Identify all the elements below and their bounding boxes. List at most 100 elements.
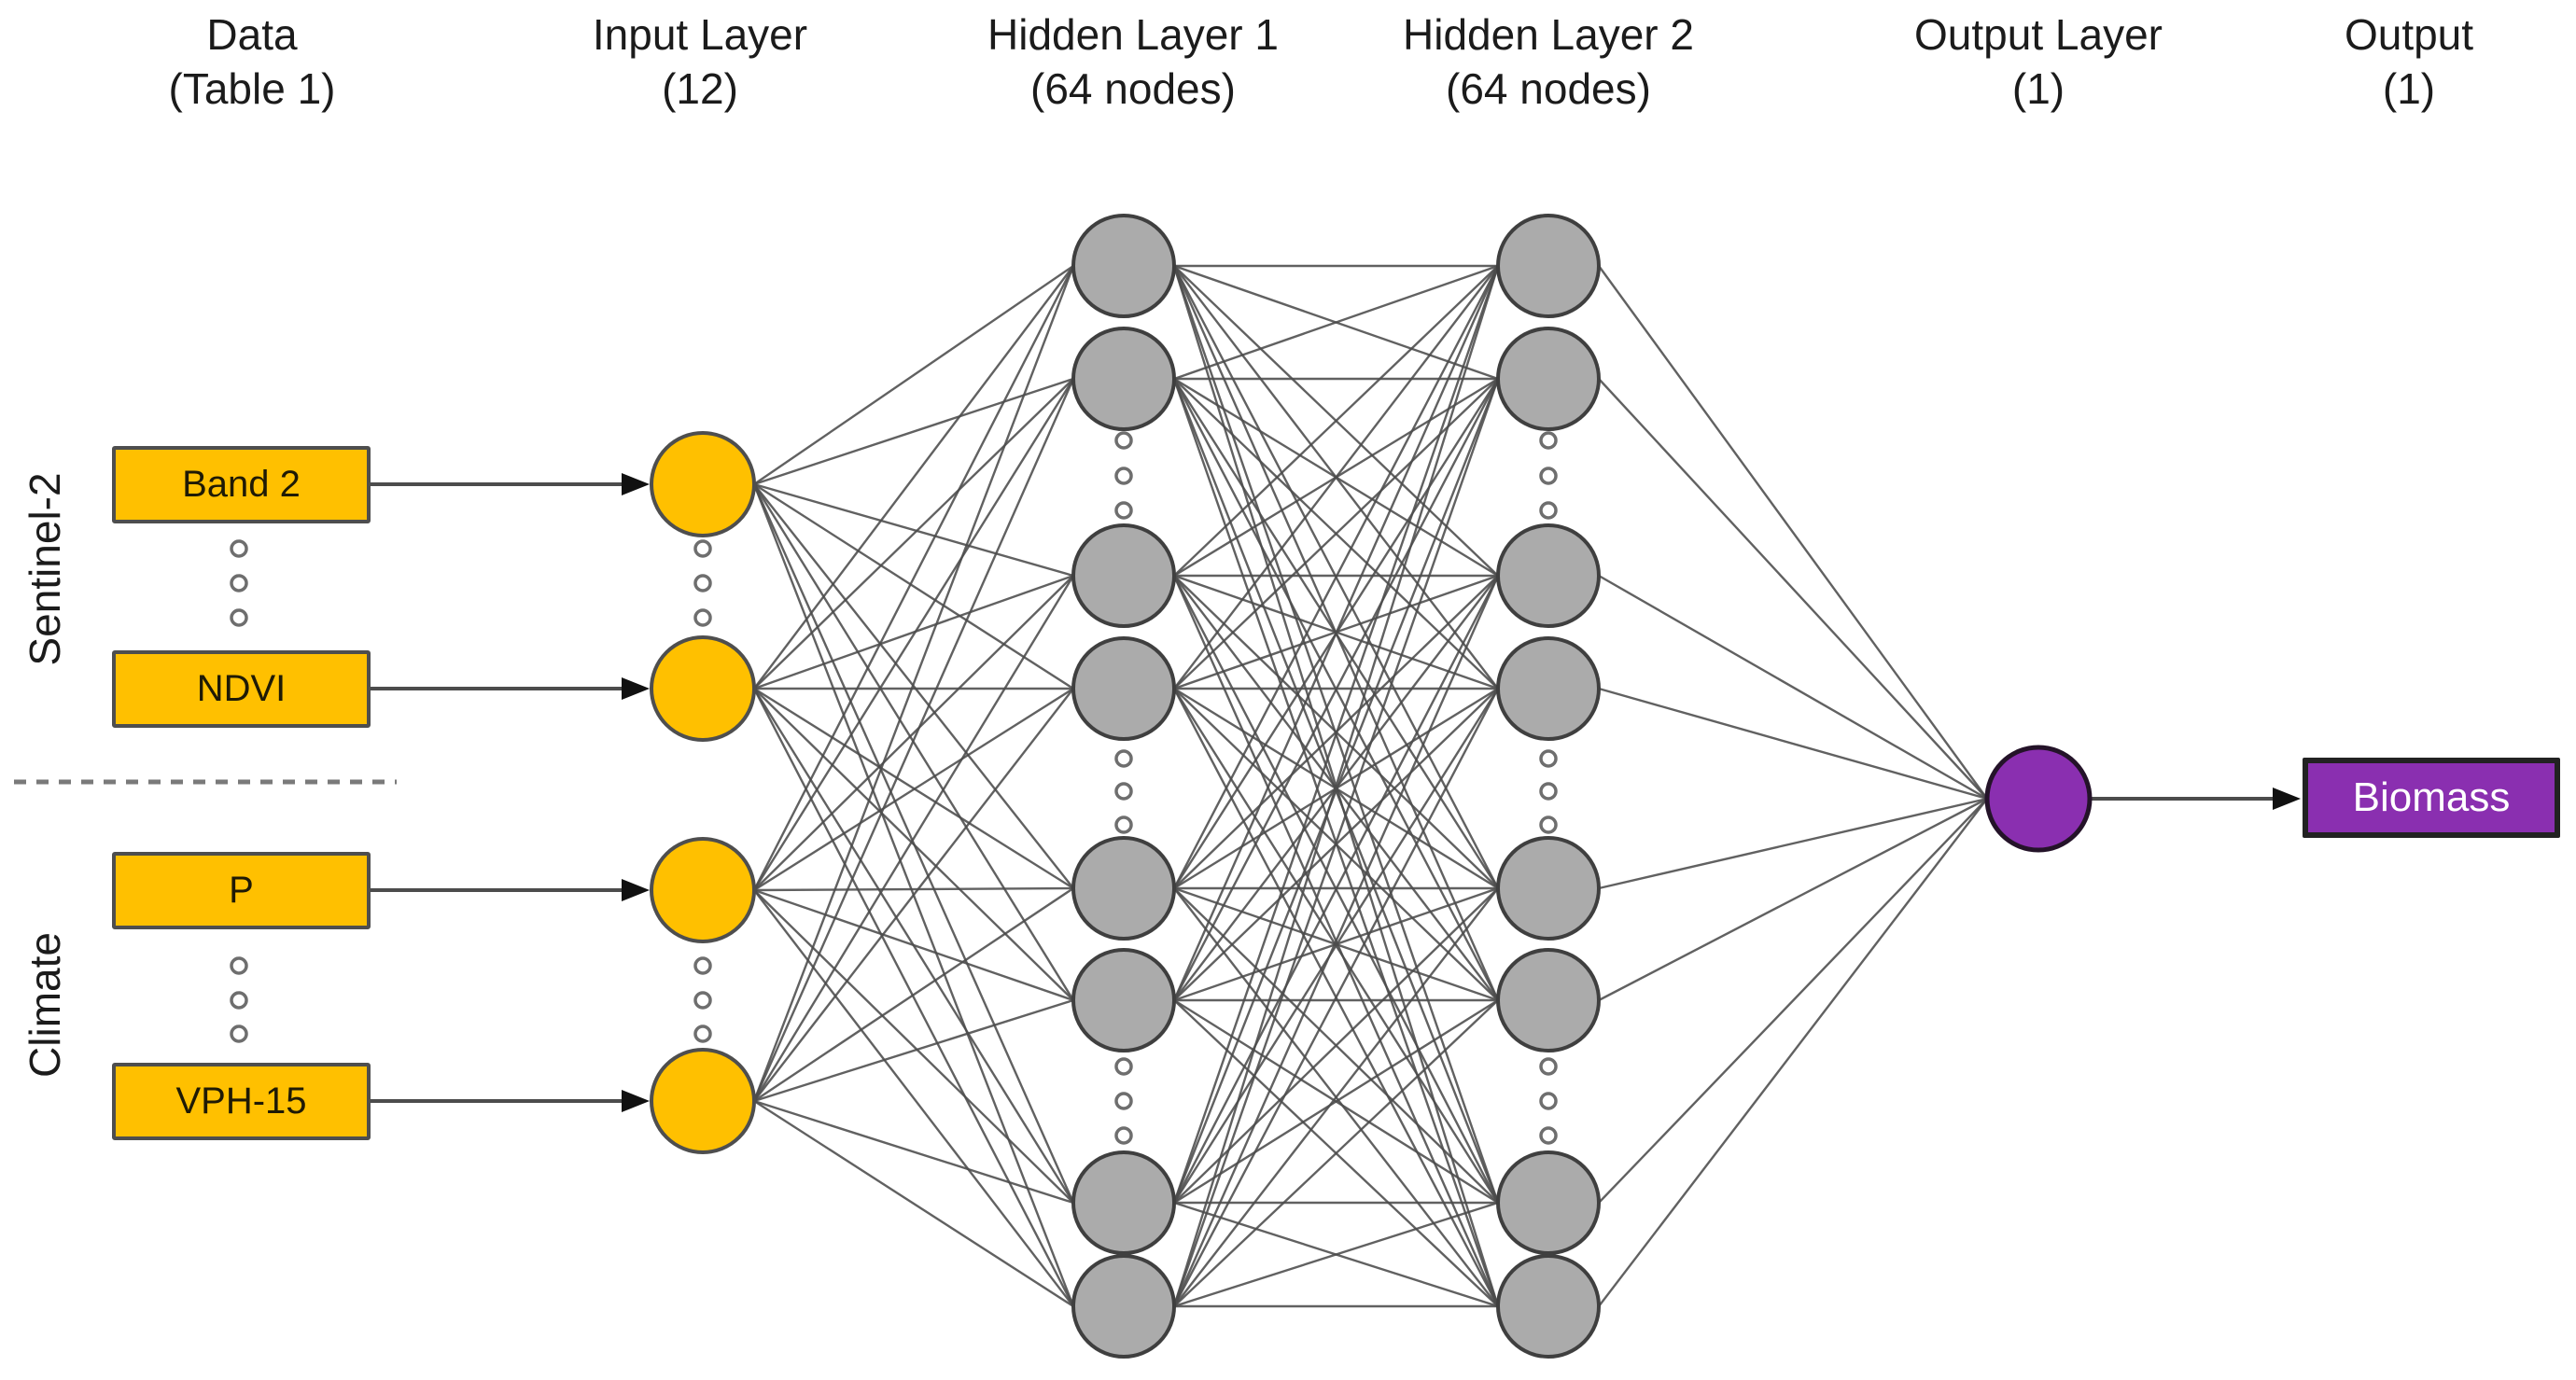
column-header-count: (64 nodes)	[1030, 64, 1236, 113]
column-header-count: (Table 1)	[168, 64, 336, 113]
edge-hidden1-hidden2	[1173, 999, 1499, 1307]
ellipsis-dot-hidden1	[1114, 467, 1133, 485]
ellipsis-dot-input-layer	[693, 956, 712, 975]
hidden1-node	[1071, 1254, 1176, 1359]
hidden2-node	[1496, 636, 1601, 741]
hidden1-node	[1071, 523, 1176, 628]
column-header-0: Data (Table 1)	[0, 7, 513, 116]
edge-input-hidden1	[752, 265, 1075, 1102]
column-header-count: (1)	[2011, 64, 2065, 113]
edge-hidden1-hidden2	[1172, 688, 1500, 1307]
hidden2-node	[1496, 948, 1601, 1052]
edge-hidden1-hidden2	[1172, 265, 1500, 1001]
edge-hidden2-output	[1598, 798, 1988, 1307]
data-box-label: P	[229, 869, 254, 911]
ellipsis-dot-input-layer	[693, 574, 712, 592]
edge-hidden1-hidden2	[1172, 265, 1500, 1204]
ellipsis-dot-input-layer	[693, 1025, 712, 1043]
ellipsis-dot-hidden1	[1114, 815, 1133, 834]
ellipsis-dot-hidden1	[1114, 749, 1133, 768]
edge-hidden1-hidden2	[1172, 265, 1500, 889]
edge-hidden1-hidden2	[1172, 378, 1500, 1204]
ellipsis-dot-databoxes	[230, 608, 248, 627]
hidden2-node	[1496, 836, 1601, 941]
edge-hidden1-hidden2	[1172, 688, 1500, 1204]
ellipsis-dot-databoxes	[230, 956, 248, 975]
ellipsis-dot-hidden2	[1539, 749, 1558, 768]
output-box-label: Biomass	[2352, 774, 2511, 820]
edge-input-hidden1	[752, 575, 1075, 1102]
hidden2-node	[1496, 1150, 1601, 1255]
input-node	[650, 635, 756, 742]
data-box-ndvi: NDVI	[112, 649, 371, 728]
hidden1-node	[1071, 1150, 1176, 1255]
edge-input-hidden1	[753, 688, 1074, 1001]
ellipsis-dot-hidden2	[1539, 815, 1558, 834]
edge-hidden1-hidden2	[1173, 265, 1499, 577]
arrow-output-to-biomass-head	[2273, 788, 2301, 810]
edge-input-hidden1	[752, 265, 1075, 891]
column-header-title: Hidden Layer 1	[987, 10, 1279, 59]
edge-input-hidden1	[752, 378, 1075, 891]
group-label-climate: Climate	[21, 932, 69, 1078]
edge-input-hidden1	[753, 265, 1074, 485]
edge-input-hidden1	[753, 1099, 1074, 1205]
ellipsis-dot-hidden2	[1539, 1092, 1558, 1110]
hidden1-node	[1071, 948, 1176, 1052]
hidden2-node	[1496, 1254, 1601, 1359]
ellipsis-dot-hidden2	[1539, 1126, 1558, 1145]
ellipsis-dot-hidden1	[1114, 1057, 1133, 1076]
edge-hidden2-output	[1598, 265, 1988, 800]
data-box-band-2: Band 2	[112, 445, 371, 523]
arrow-box-to-input-head	[622, 1090, 650, 1112]
edge-hidden1-hidden2	[1173, 378, 1499, 690]
edge-input-hidden1	[753, 889, 1074, 1204]
edge-input-hidden1	[753, 378, 1074, 690]
hidden2-node	[1496, 523, 1601, 628]
edge-hidden1-hidden2	[1173, 265, 1499, 690]
column-header-title: Data	[206, 10, 298, 59]
edge-input-hidden1	[753, 688, 1074, 1102]
edge-input-hidden1	[753, 886, 1074, 892]
ellipsis-dot-hidden2	[1539, 782, 1558, 801]
ellipsis-dot-hidden2	[1539, 501, 1558, 520]
edge-input-hidden1	[752, 378, 1075, 1102]
edge-hidden2-output	[1598, 797, 1988, 890]
hidden1-node	[1071, 636, 1176, 741]
column-header-4: Output Layer(1)	[1777, 7, 2300, 116]
edge-hidden2-output	[1598, 797, 1988, 1002]
edge-input-hidden1	[753, 575, 1074, 891]
input-node	[650, 837, 756, 943]
ellipsis-dot-hidden1	[1114, 1126, 1133, 1145]
column-header-title: Hidden Layer 2	[1403, 10, 1694, 59]
data-box-vph-15: VPH-15	[112, 1062, 371, 1140]
ellipsis-dot-databoxes	[230, 574, 248, 592]
edge-input-hidden1	[753, 265, 1074, 690]
edge-hidden1-hidden2	[1172, 378, 1500, 1307]
arrow-box-to-input-head	[622, 677, 650, 700]
column-header-3: Hidden Layer 2(64 nodes)	[1287, 7, 1810, 116]
ellipsis-dot-input-layer	[693, 991, 712, 1010]
column-header-count: (1)	[2382, 64, 2436, 113]
edge-input-hidden1	[753, 377, 1074, 486]
edge-hidden1-hidden2	[1172, 265, 1500, 1307]
arrow-box-to-input-head	[622, 879, 650, 901]
ellipsis-dot-hidden2	[1539, 1057, 1558, 1076]
edge-hidden1-hidden2	[1173, 1201, 1499, 1308]
column-header-5: Output(1)	[2148, 7, 2576, 116]
data-box-p: P	[112, 851, 371, 929]
edge-input-hidden1	[753, 888, 1074, 1002]
edge-input-hidden1	[753, 482, 1074, 690]
hidden2-node	[1496, 214, 1601, 318]
column-header-title: Input Layer	[592, 10, 808, 59]
ellipsis-dot-hidden1	[1114, 782, 1133, 801]
ellipsis-dot-databoxes	[230, 1025, 248, 1043]
arrow-box-to-input-head	[622, 473, 650, 495]
edge-hidden1-hidden2	[1172, 575, 1500, 1307]
edge-hidden2-output	[1598, 798, 1988, 1204]
column-header-1: Input Layer(12)	[439, 7, 961, 116]
ellipsis-dot-hidden1	[1114, 1092, 1133, 1110]
ellipsis-dot-databoxes	[230, 539, 248, 558]
